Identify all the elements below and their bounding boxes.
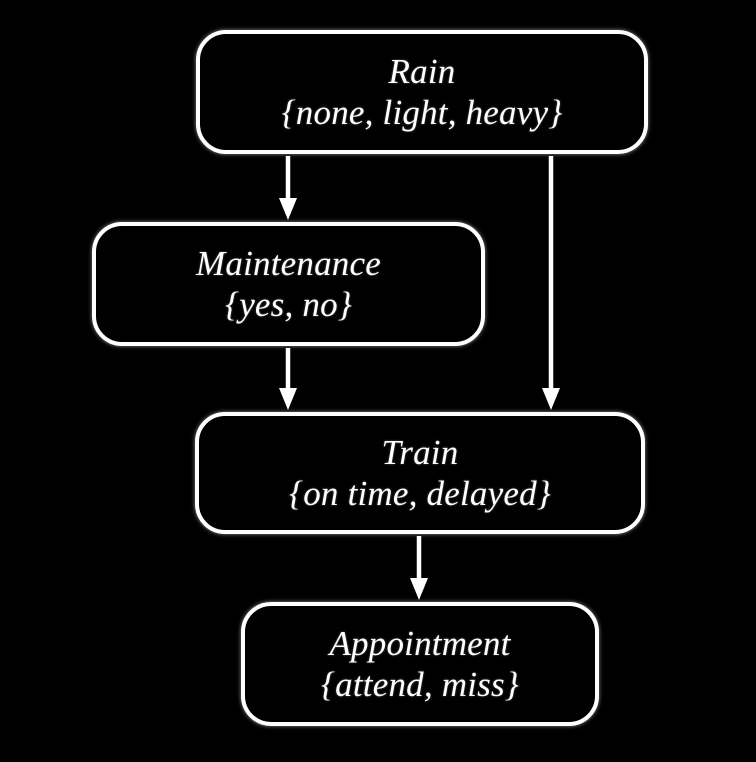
node-maintenance-domain: {yes, no} (225, 285, 352, 324)
node-train[interactable]: Train {on time, delayed} (195, 412, 645, 534)
node-appointment-label: Appointment (329, 623, 511, 663)
node-train-label: Train (381, 432, 459, 472)
node-rain-label: Rain (388, 51, 456, 91)
edge-rain-to-train (542, 156, 560, 410)
node-maintenance-label: Maintenance (196, 243, 381, 283)
node-appointment[interactable]: Appointment {attend, miss} (241, 602, 599, 726)
edge-train-to-appointment (410, 536, 428, 600)
edge-maintenance-to-train (279, 348, 297, 410)
node-appointment-domain: {attend, miss} (320, 665, 520, 704)
node-rain[interactable]: Rain {none, light, heavy} (196, 30, 648, 154)
edge-rain-to-maintenance (279, 156, 297, 220)
node-rain-domain: {none, light, heavy} (281, 93, 563, 132)
node-train-domain: {on time, delayed} (289, 474, 551, 513)
node-maintenance[interactable]: Maintenance {yes, no} (92, 222, 485, 346)
